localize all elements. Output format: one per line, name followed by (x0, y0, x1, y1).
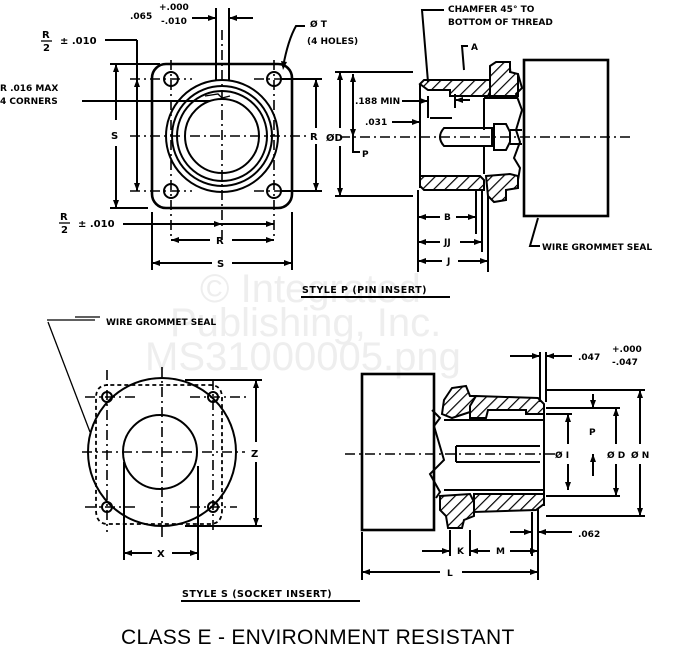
holes-leader (282, 25, 305, 68)
contact-pin (439, 127, 493, 147)
dim-k: K (457, 547, 465, 557)
nut-bottom-section (484, 172, 519, 204)
dim-r-right: R (310, 132, 318, 143)
shell-top-section (469, 394, 545, 419)
style-s-front-view: WIRE GROMMET SEAL Z X (47, 316, 360, 602)
dim-047-tol-minus: -.047 (612, 358, 638, 368)
holes-label-2: (4 HOLES) (307, 37, 358, 47)
corner-radius-line-1: R .016 MAX (0, 84, 58, 94)
drawing-title: CLASS E - ENVIRONMENT RESISTANT (121, 626, 515, 649)
dim-on: Ø N (631, 450, 649, 461)
chamfer-leader (420, 9, 444, 83)
wire-grommet (360, 372, 436, 532)
dim-p: P (362, 150, 369, 160)
r-half-bottom-tol: ± .010 (78, 219, 115, 230)
dim-065-tol-minus: -.010 (161, 17, 187, 27)
dim-p-s: P (589, 428, 596, 438)
dim-065-tol-plus: +.000 (159, 3, 189, 13)
style-p-side-view: CHAMFER 45° TO BOTTOM OF THREAD A .188 M… (301, 5, 652, 298)
dim-047-tol-plus: +.000 (612, 345, 642, 355)
dim-od: ØD (326, 132, 343, 144)
dim-a-leader (460, 45, 468, 71)
holes-label-1: Ø T (310, 19, 328, 30)
watermark-line-3: MS31000005.png (145, 335, 461, 379)
watermark-line-2: Publishing, Inc. (170, 301, 441, 345)
dim-062-label: .062 (578, 530, 600, 540)
dim-od-s: Ø D (607, 450, 625, 461)
dim-r-bottom: R (216, 236, 224, 247)
grommet-label-s: WIRE GROMMET SEAL (106, 318, 216, 328)
dim-b: B (444, 213, 451, 223)
dim-031-label: .031 (365, 118, 387, 128)
dim-z: Z (251, 449, 258, 460)
watermark: © Integrated Publishing, Inc. MS31000005… (145, 267, 461, 379)
chamfer-label-1: CHAMFER 45° TO (448, 5, 535, 15)
dim-x: X (157, 549, 165, 560)
r-half-top-tol: ± .010 (60, 36, 97, 47)
shell-bottom-section (419, 175, 485, 191)
style-p-caption: STYLE P (PIN INSERT) (302, 285, 427, 296)
corner-radius-line-2: 4 CORNERS (0, 97, 58, 107)
chamfer-label-2: BOTTOM OF THREAD (448, 18, 553, 28)
dim-m: M (496, 547, 505, 557)
style-s-caption: STYLE S (SOCKET INSERT) (182, 589, 332, 600)
dim-jj: JJ (443, 238, 451, 248)
dim-oi: Ø I (555, 450, 569, 461)
dim-s-bottom: S (217, 259, 224, 270)
r-half-top-den: 2 (43, 43, 50, 54)
grommet-zigzag (428, 409, 446, 499)
style-s-side-view: .047 +.000 -.047 P Ø I Ø D Ø N (345, 345, 649, 580)
grommet-leader (528, 217, 540, 247)
r-half-top-num: R (42, 30, 50, 41)
socket-contact (455, 445, 540, 463)
style-p-front-view: .065 +.000 -.010 R 2 ± .010 S R .016 MAX… (0, 3, 413, 270)
dim-l: L (447, 569, 453, 579)
flange-outline-hidden (95, 384, 223, 525)
shell-bottom-section (473, 493, 545, 514)
grommet-leader-s (47, 321, 91, 433)
dim-j: J (446, 257, 450, 267)
r-half-bottom-num: R (60, 212, 68, 223)
r-half-bottom-den: 2 (61, 225, 68, 236)
nut-top-section (489, 61, 519, 97)
dim-188-label: .188 MIN (355, 97, 400, 107)
keyway-mark (204, 93, 231, 99)
dim-065-label: .065 (130, 12, 152, 22)
watermark-line-1: © Integrated (200, 267, 421, 311)
nut-bottom-section (439, 492, 475, 529)
dim-047-label: .047 (578, 353, 600, 363)
wire-grommet (522, 58, 610, 218)
dim-a: A (471, 43, 478, 53)
dim-s-left: S (111, 131, 118, 142)
grommet-label-p: WIRE GROMMET SEAL (542, 243, 652, 253)
